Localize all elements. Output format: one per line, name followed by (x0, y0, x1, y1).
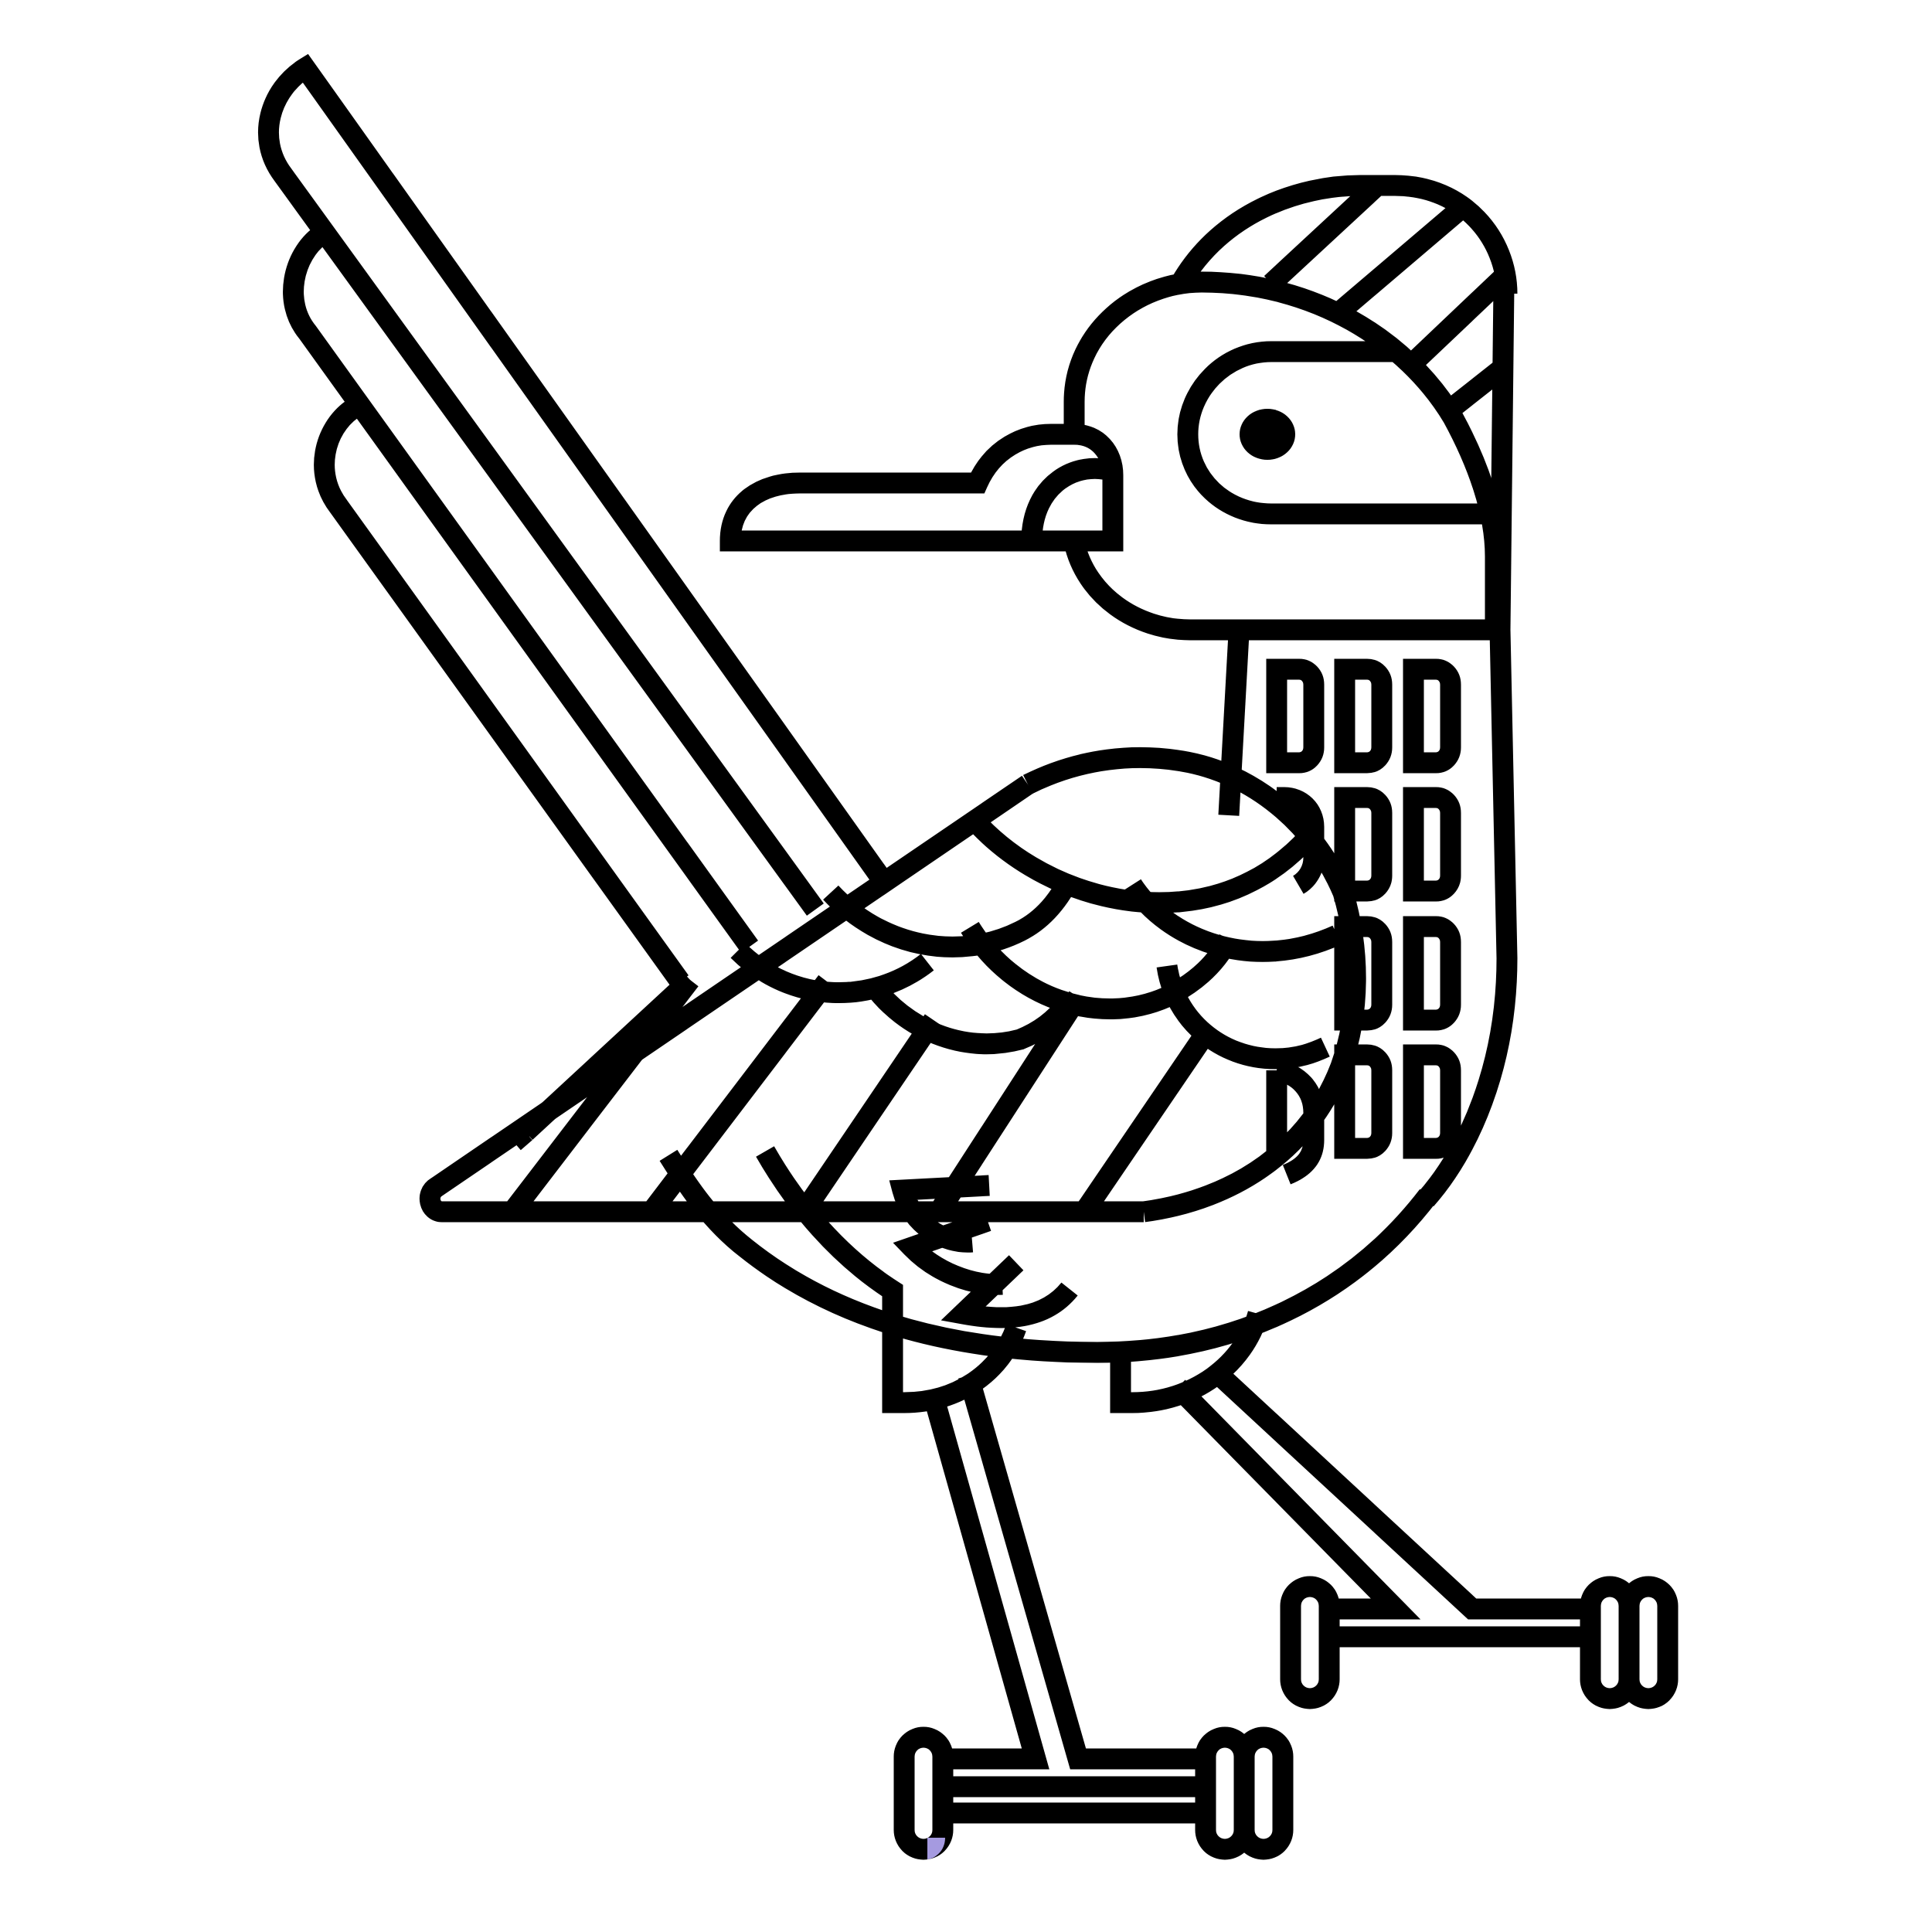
wing-hatch (794, 1014, 943, 1218)
head-outline (1063, 271, 1506, 641)
crest-stripe-1 (1264, 178, 1385, 291)
beak-outline (719, 423, 1124, 552)
right-leg-outer (1170, 1379, 1421, 1620)
right-thigh (1110, 1310, 1269, 1413)
eye-patch (1177, 341, 1484, 525)
neck-stripe (1334, 658, 1393, 774)
head (1063, 271, 1515, 641)
left-thigh (756, 1146, 1026, 1413)
neck-stripe (1266, 658, 1325, 774)
left-foot-front-toe-2 (1233, 1726, 1294, 1860)
wing-scallop (961, 808, 1322, 913)
wing-bottom-line (419, 775, 1144, 1223)
wing (419, 747, 1366, 1223)
tail-feather-top (257, 53, 890, 916)
crest-outline (1172, 175, 1518, 294)
legs (756, 1146, 1590, 1770)
wing-hatch (1075, 1022, 1219, 1218)
eye (1240, 409, 1295, 460)
neck-stripe (1403, 787, 1461, 902)
wing-scallop (961, 921, 1239, 1019)
left-leg-inner (958, 1372, 1206, 1770)
right-foot-back-toe (1280, 1576, 1340, 1709)
head-crest (1172, 175, 1518, 419)
wing-hatch (504, 973, 699, 1219)
wing-hatch (930, 991, 1087, 1218)
head-back-line (1489, 285, 1515, 631)
left-foot (893, 1726, 1294, 1860)
beak (719, 423, 1124, 552)
belly-marks (889, 1175, 1078, 1328)
wing-scallop (1156, 964, 1330, 1070)
right-leg-inner (1206, 1362, 1590, 1620)
neck-stripe (1334, 1044, 1393, 1159)
neck-stripe (1334, 916, 1393, 1031)
back-and-chest-line (1417, 629, 1518, 1206)
left-leg-outer (922, 1388, 1049, 1770)
tail-feather-bottom (314, 401, 689, 988)
neck-stripe (1403, 916, 1461, 1031)
left-foot-accent (927, 1838, 945, 1859)
neck-stripes (1266, 658, 1461, 1185)
left-foot-back-toe (893, 1726, 954, 1860)
crest-stripe-2 (1332, 202, 1466, 321)
right-foot-front-toe-2 (1618, 1576, 1679, 1709)
tail-feather-middle (283, 227, 758, 953)
wing-outline (1022, 747, 1366, 1223)
neck-stripe (1403, 1044, 1461, 1159)
tail-feathers (257, 53, 890, 988)
neck-stripe (1403, 658, 1461, 774)
wing-hatch (643, 975, 835, 1219)
neck-stripe (1334, 787, 1393, 902)
wing-tip-line (507, 1124, 532, 1151)
right-foot (1280, 1576, 1679, 1709)
belly-mark (940, 1255, 1078, 1328)
crest-stripe-3 (1404, 269, 1512, 372)
belly-mark (889, 1175, 990, 1253)
belly-curve (659, 1149, 1437, 1363)
mouth-line (1021, 457, 1117, 542)
wing-scallop (730, 943, 934, 1003)
